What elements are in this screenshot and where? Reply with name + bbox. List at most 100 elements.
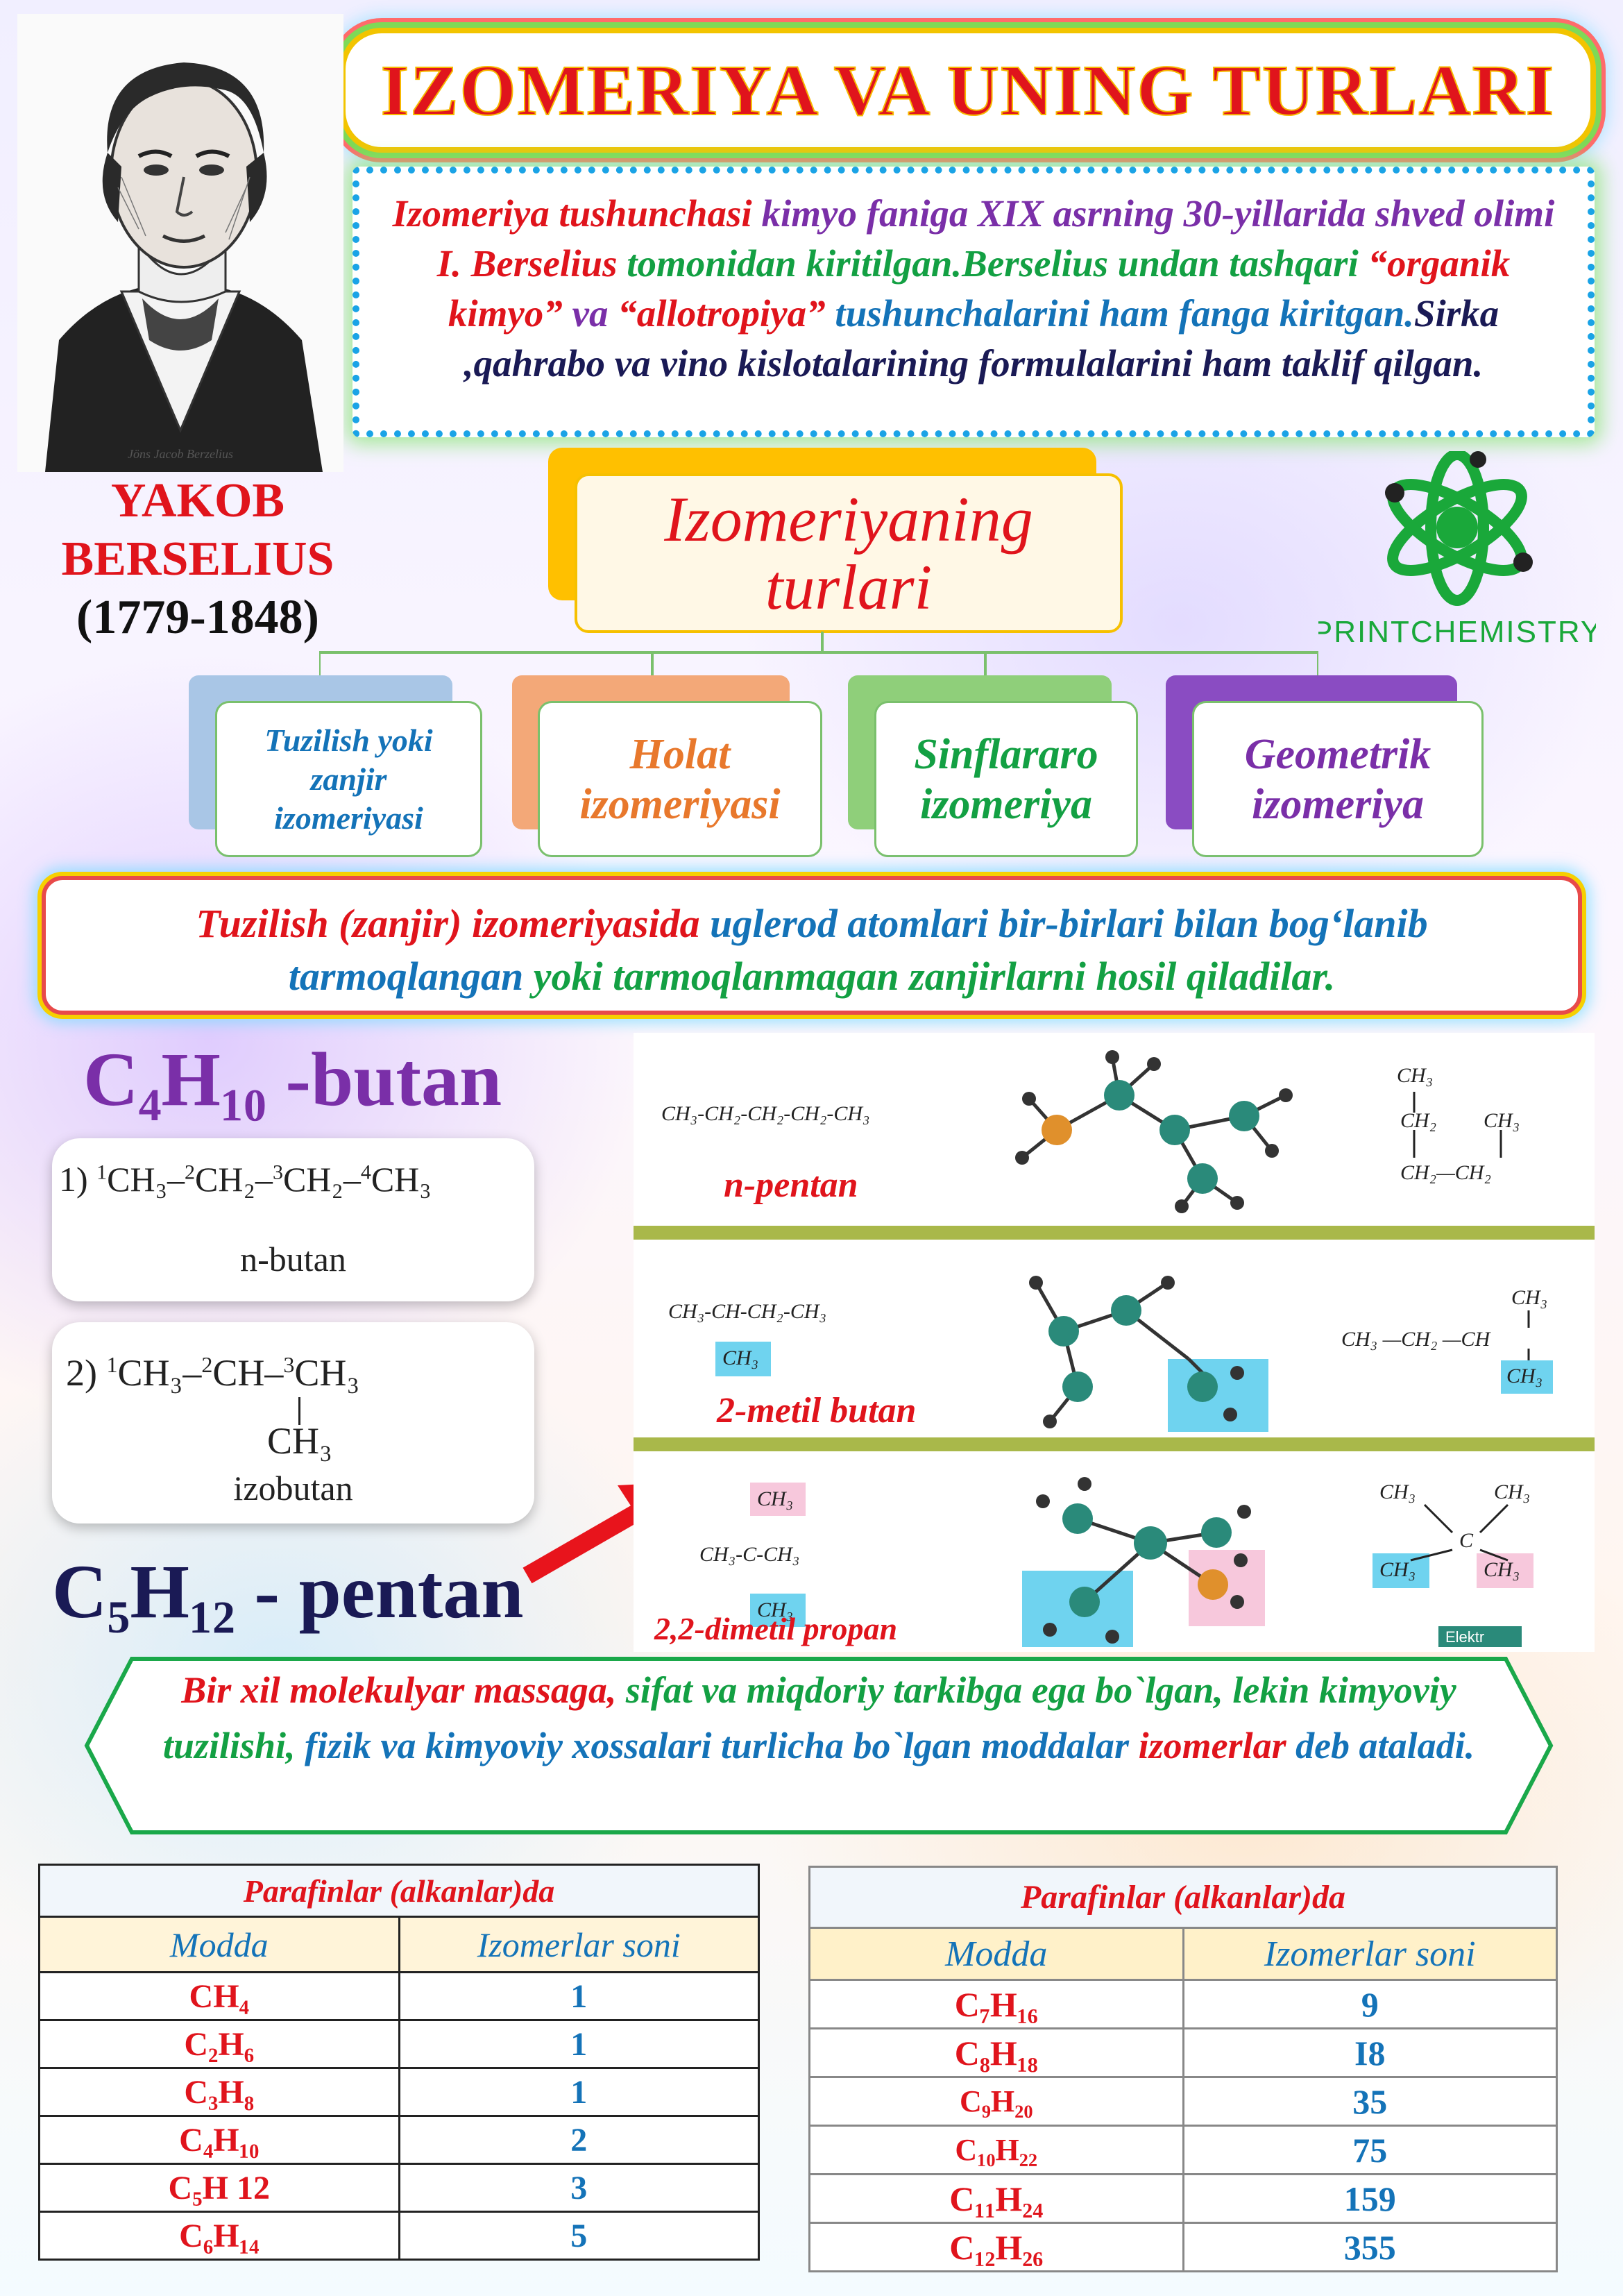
- methylbutane-skeletal-bottom: CH₃: [1506, 1365, 1543, 1387]
- formula-group: CH₃–: [107, 1160, 185, 1199]
- type-card-label: Geometrik: [1244, 730, 1431, 778]
- table-cell-count: 9: [1182, 1979, 1558, 2029]
- dimethylpropane-bottom: CH₃: [757, 1598, 794, 1621]
- intro-part: Izomeriya tushunchasi: [392, 192, 752, 235]
- isomer-definition: Bir xil molekulyar massaga, sifat va miq…: [139, 1662, 1499, 1773]
- table-cell-substance: C₁₂H₂₆: [808, 2222, 1184, 2272]
- izobutan-card: 2) 1CH₃–2CH–3CH₃ CH₃ izobutan: [52, 1322, 534, 1523]
- formula-group: CH₂–: [282, 1160, 361, 1199]
- n-butan-card: 1) 1CH₃–2CH₂–3CH₂–4CH₃ n-butan: [52, 1138, 534, 1301]
- table-cell-substance: C₂H₆: [38, 2019, 400, 2069]
- intro-text-box: Izomeriya tushunchasi kimyo faniga XIX a…: [352, 167, 1595, 437]
- definition-part: sifat va miqdoriy tarkibga ega bo`lgan, …: [616, 1669, 1319, 1711]
- dimethylpropane-name: 2,2-dimetil propan: [654, 1611, 898, 1646]
- bond-line: [298, 1397, 300, 1425]
- formula-number: 2): [66, 1352, 97, 1394]
- n-pentan-skeletal-mid: CH₂: [1400, 1109, 1437, 1132]
- intro-part: “allotropiya”: [618, 292, 826, 335]
- intro-part: I. Berselius: [436, 242, 618, 285]
- atom-index: 3: [272, 1160, 283, 1184]
- logo-text: PRINTCHEMISTRY: [1318, 615, 1596, 649]
- formula-group: CH₂–: [195, 1160, 273, 1199]
- izobutan-name: izobutan: [233, 1469, 353, 1508]
- table-cell-substance: C₁₀H₂₂: [808, 2125, 1184, 2175]
- pentan-title: C₅H₁₂ - pentan: [52, 1549, 524, 1634]
- definition-part: izomerlar: [1138, 1725, 1286, 1766]
- atom-index: 2: [185, 1160, 196, 1184]
- n-pentan-formula: CH₃-CH₂-CH₂-CH₂-CH₃: [661, 1102, 870, 1125]
- structural-isomerism-definition: Tuzilish (zanjir) izomeriyasida uglerod …: [42, 876, 1582, 1015]
- intro-part: Sirka ,qahrabo va vino kislotalarining f…: [464, 292, 1499, 385]
- definition-part: Tuzilish (zanjir) izomeriyasida: [196, 901, 700, 946]
- printchemistry-logo: PRINTCHEMISTRY: [1318, 451, 1596, 649]
- methylbutane-name: 2-metil butan: [717, 1391, 917, 1430]
- formula-group: CH–: [212, 1352, 284, 1394]
- table-cell-substance: C₇H₁₆: [808, 1979, 1184, 2029]
- n-pentan-skeletal-top: CH₃: [1397, 1064, 1434, 1087]
- definition-part: tarmoqlangan: [288, 954, 524, 999]
- definition-part: Bir xil molekulyar massaga,: [181, 1669, 617, 1711]
- n-butan-name: n-butan: [240, 1240, 346, 1278]
- type-card-label: izomeriyasi: [579, 780, 781, 828]
- type-card-label: Sinflararo: [914, 730, 1098, 778]
- intro-part: tushunchalarini ham fanga kiritgan.: [825, 292, 1414, 335]
- type-card-label: zanjir: [310, 761, 387, 797]
- table-header: Modda: [808, 1927, 1184, 1981]
- table-cell-count: 1: [398, 2067, 760, 2117]
- type-card-label: Tuzilish yoki: [264, 722, 433, 758]
- portrait-signature: Jöns Jacob Berzelius: [128, 447, 233, 461]
- table-cell-count: 159: [1182, 2173, 1558, 2224]
- dimethylpropane-skeletal-right: CH₃: [1494, 1480, 1531, 1503]
- dimethylpropane-skeletal-center: C: [1459, 1529, 1474, 1552]
- formula-group: CH₃: [294, 1352, 360, 1394]
- definition-part: uglerod atomlari bir-birlari bilan bog‘l…: [699, 901, 1428, 946]
- watermark: Elektr: [1445, 1628, 1485, 1646]
- definition-part: fizik: [295, 1725, 372, 1766]
- scientist-portrait: Jöns Jacob Berzelius: [17, 14, 343, 472]
- tree-connector: [319, 632, 1318, 677]
- formula-group: CH₃: [371, 1160, 432, 1199]
- table-cell-substance: C₃H₈: [38, 2067, 400, 2117]
- type-card-label: izomeriyasi: [274, 800, 423, 836]
- formula-number: 1): [59, 1160, 88, 1199]
- alkane-isomers-table-right: Parafinlar (alkanlar)da Modda Izomerlar …: [808, 1866, 1558, 2272]
- table-header: Modda: [38, 1916, 400, 1973]
- type-card-label: izomeriya: [1252, 780, 1424, 828]
- dimethylpropane-formula: CH₃-C-CH₃: [699, 1543, 800, 1566]
- dimethylpropane-skeletal-bl: CH₃: [1379, 1558, 1416, 1581]
- pentane-isomers-illustration: [634, 1050, 1595, 1647]
- methylbutane-skeletal-top: CH₃: [1511, 1286, 1548, 1309]
- dimethylpropane-skeletal-left: CH₃: [1379, 1480, 1416, 1503]
- table-cell-count: 35: [1182, 2076, 1558, 2127]
- title-banner: IZOMERIYA VA UNING TURLARI: [340, 28, 1596, 153]
- dimethylpropane-skeletal-br: CH₃: [1484, 1558, 1520, 1581]
- scientist-years: (1779-1848): [76, 591, 319, 644]
- pentane-isomers-panel: CH₃-CH₂-CH₂-CH₂-CH₃ n-pentan CH₃-CH-CH₂-…: [634, 1033, 1595, 1652]
- definition-part: deb ataladi.: [1286, 1725, 1475, 1766]
- table-cell-substance: C₈H₁₈: [808, 2027, 1184, 2078]
- table-cell-substance: C₁₁H₂₄: [808, 2173, 1184, 2224]
- table-cell-count: I8: [1182, 2027, 1558, 2078]
- n-pentan-name: n-pentan: [724, 1165, 858, 1205]
- butan-title: C₄H₁₀ -butan: [83, 1037, 502, 1122]
- intro-part: kimyo faniga XIX asrning 30-yillarida sh…: [751, 192, 1555, 235]
- page-title: IZOMERIYA VA UNING TURLARI: [380, 50, 1556, 131]
- table-cell-count: 1: [398, 2019, 760, 2069]
- methylbutane-branch: CH₃: [722, 1347, 759, 1369]
- n-pentan-skeletal-bottom: CH₂—CH₂: [1400, 1161, 1491, 1184]
- table-cell-count: 5: [398, 2211, 760, 2261]
- methylbutane-skeletal-mid: CH₃ —CH₂ —CH: [1341, 1328, 1490, 1351]
